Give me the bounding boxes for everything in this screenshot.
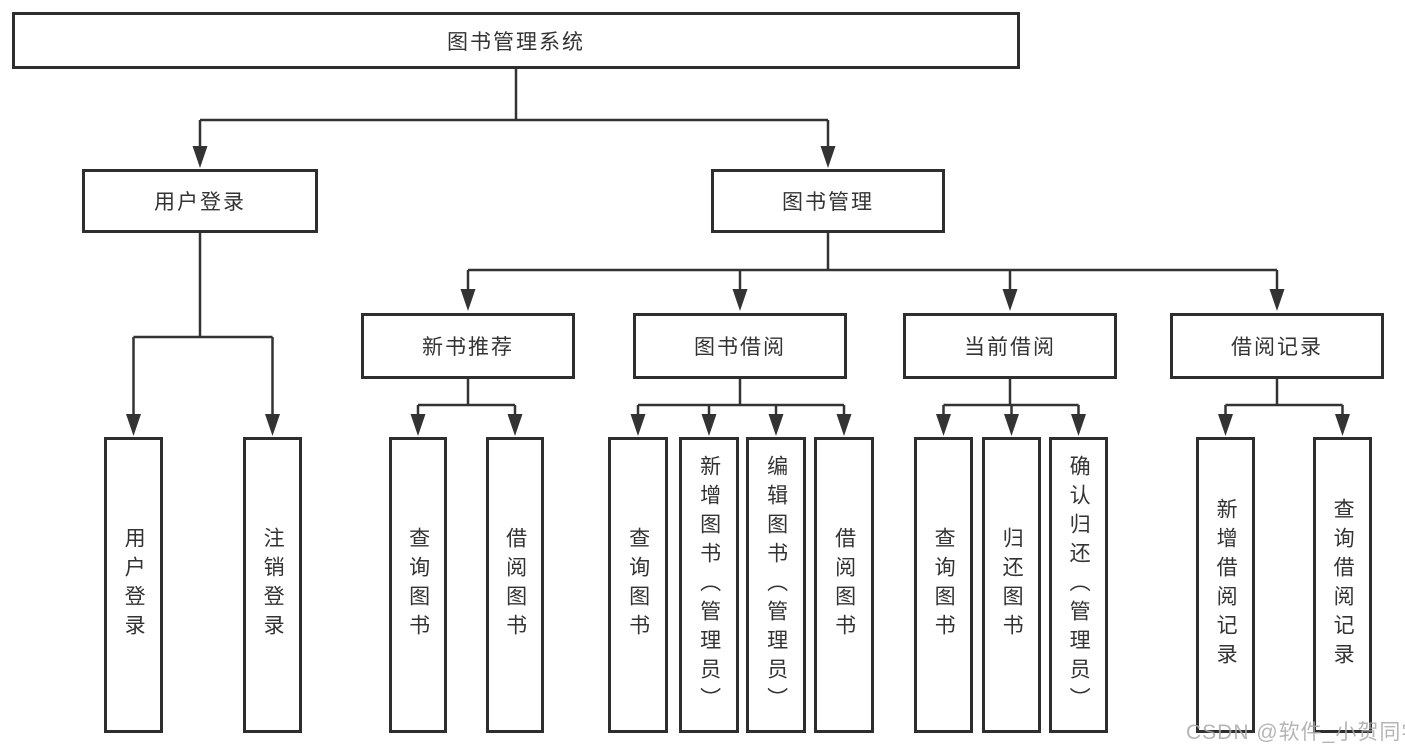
node-leaf-user-login: 用户登录 [104,437,163,733]
watermark-text: CSDN @软件_小贺同学 [1186,721,1405,744]
node-leaf-query-book-1: 查询图书 [389,437,447,733]
node-leaf-borrow-book-1: 借阅图书 [486,437,544,733]
node-leaf-logout: 注销登录 [243,437,302,733]
node-leaf-query-book-3: 查询图书 [914,437,973,733]
node-leaf-edit-book: 编辑图书（管理员） [746,437,806,733]
node-leaf-add-record: 新增借阅记录 [1196,437,1255,733]
connector-root-to-level2 [192,68,836,168]
node-leaf-add-book: 新增图书（管理员） [679,437,739,733]
node-leaf-query-book-2: 查询图书 [608,437,668,733]
connector-new-book-rec-to-leaves [410,379,523,436]
node-leaf-return-book: 归还图书 [982,437,1041,733]
node-leaf-confirm-return: 确认归还（管理员） [1049,437,1108,733]
connector-book-mgmt-to-level3 [460,232,1285,311]
connector-book-borrow-to-leaves [630,379,852,436]
node-book-borrow: 图书借阅 [633,313,847,379]
node-leaf-query-record: 查询借阅记录 [1313,437,1372,733]
node-root: 图书管理系统 [12,12,1020,69]
node-leaf-borrow-book-2: 借阅图书 [814,437,874,733]
node-user-login: 用户登录 [82,169,318,233]
connector-user-login-to-leaves [126,232,280,436]
node-current-borrow: 当前借阅 [903,313,1117,379]
connector-borrow-records-to-leaves [1218,379,1350,436]
node-borrow-records: 借阅记录 [1170,313,1384,379]
node-book-mgmt: 图书管理 [711,169,945,233]
connector-current-borrow-to-leaves [936,379,1086,436]
node-new-book-rec: 新书推荐 [361,313,575,379]
